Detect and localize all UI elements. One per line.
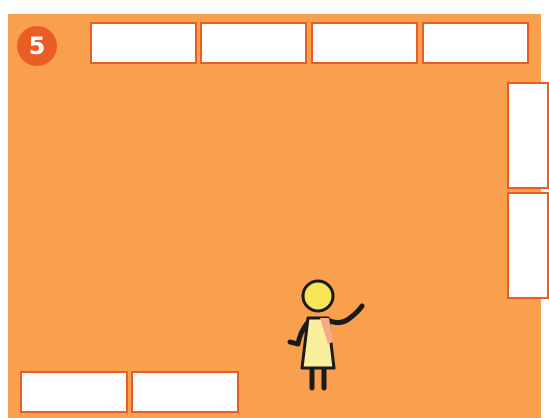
bottom-box-1 [20, 371, 128, 413]
step-number-badge: 5 [17, 26, 57, 66]
person-pointing-icon [276, 270, 376, 400]
top-box-3 [311, 22, 418, 64]
top-box-4 [422, 22, 529, 64]
bottom-box-2 [131, 371, 239, 413]
right-box-1 [507, 82, 549, 189]
right-box-2 [507, 192, 549, 299]
top-box-1 [90, 22, 197, 64]
top-box-2 [200, 22, 307, 64]
scene-background [8, 14, 541, 418]
